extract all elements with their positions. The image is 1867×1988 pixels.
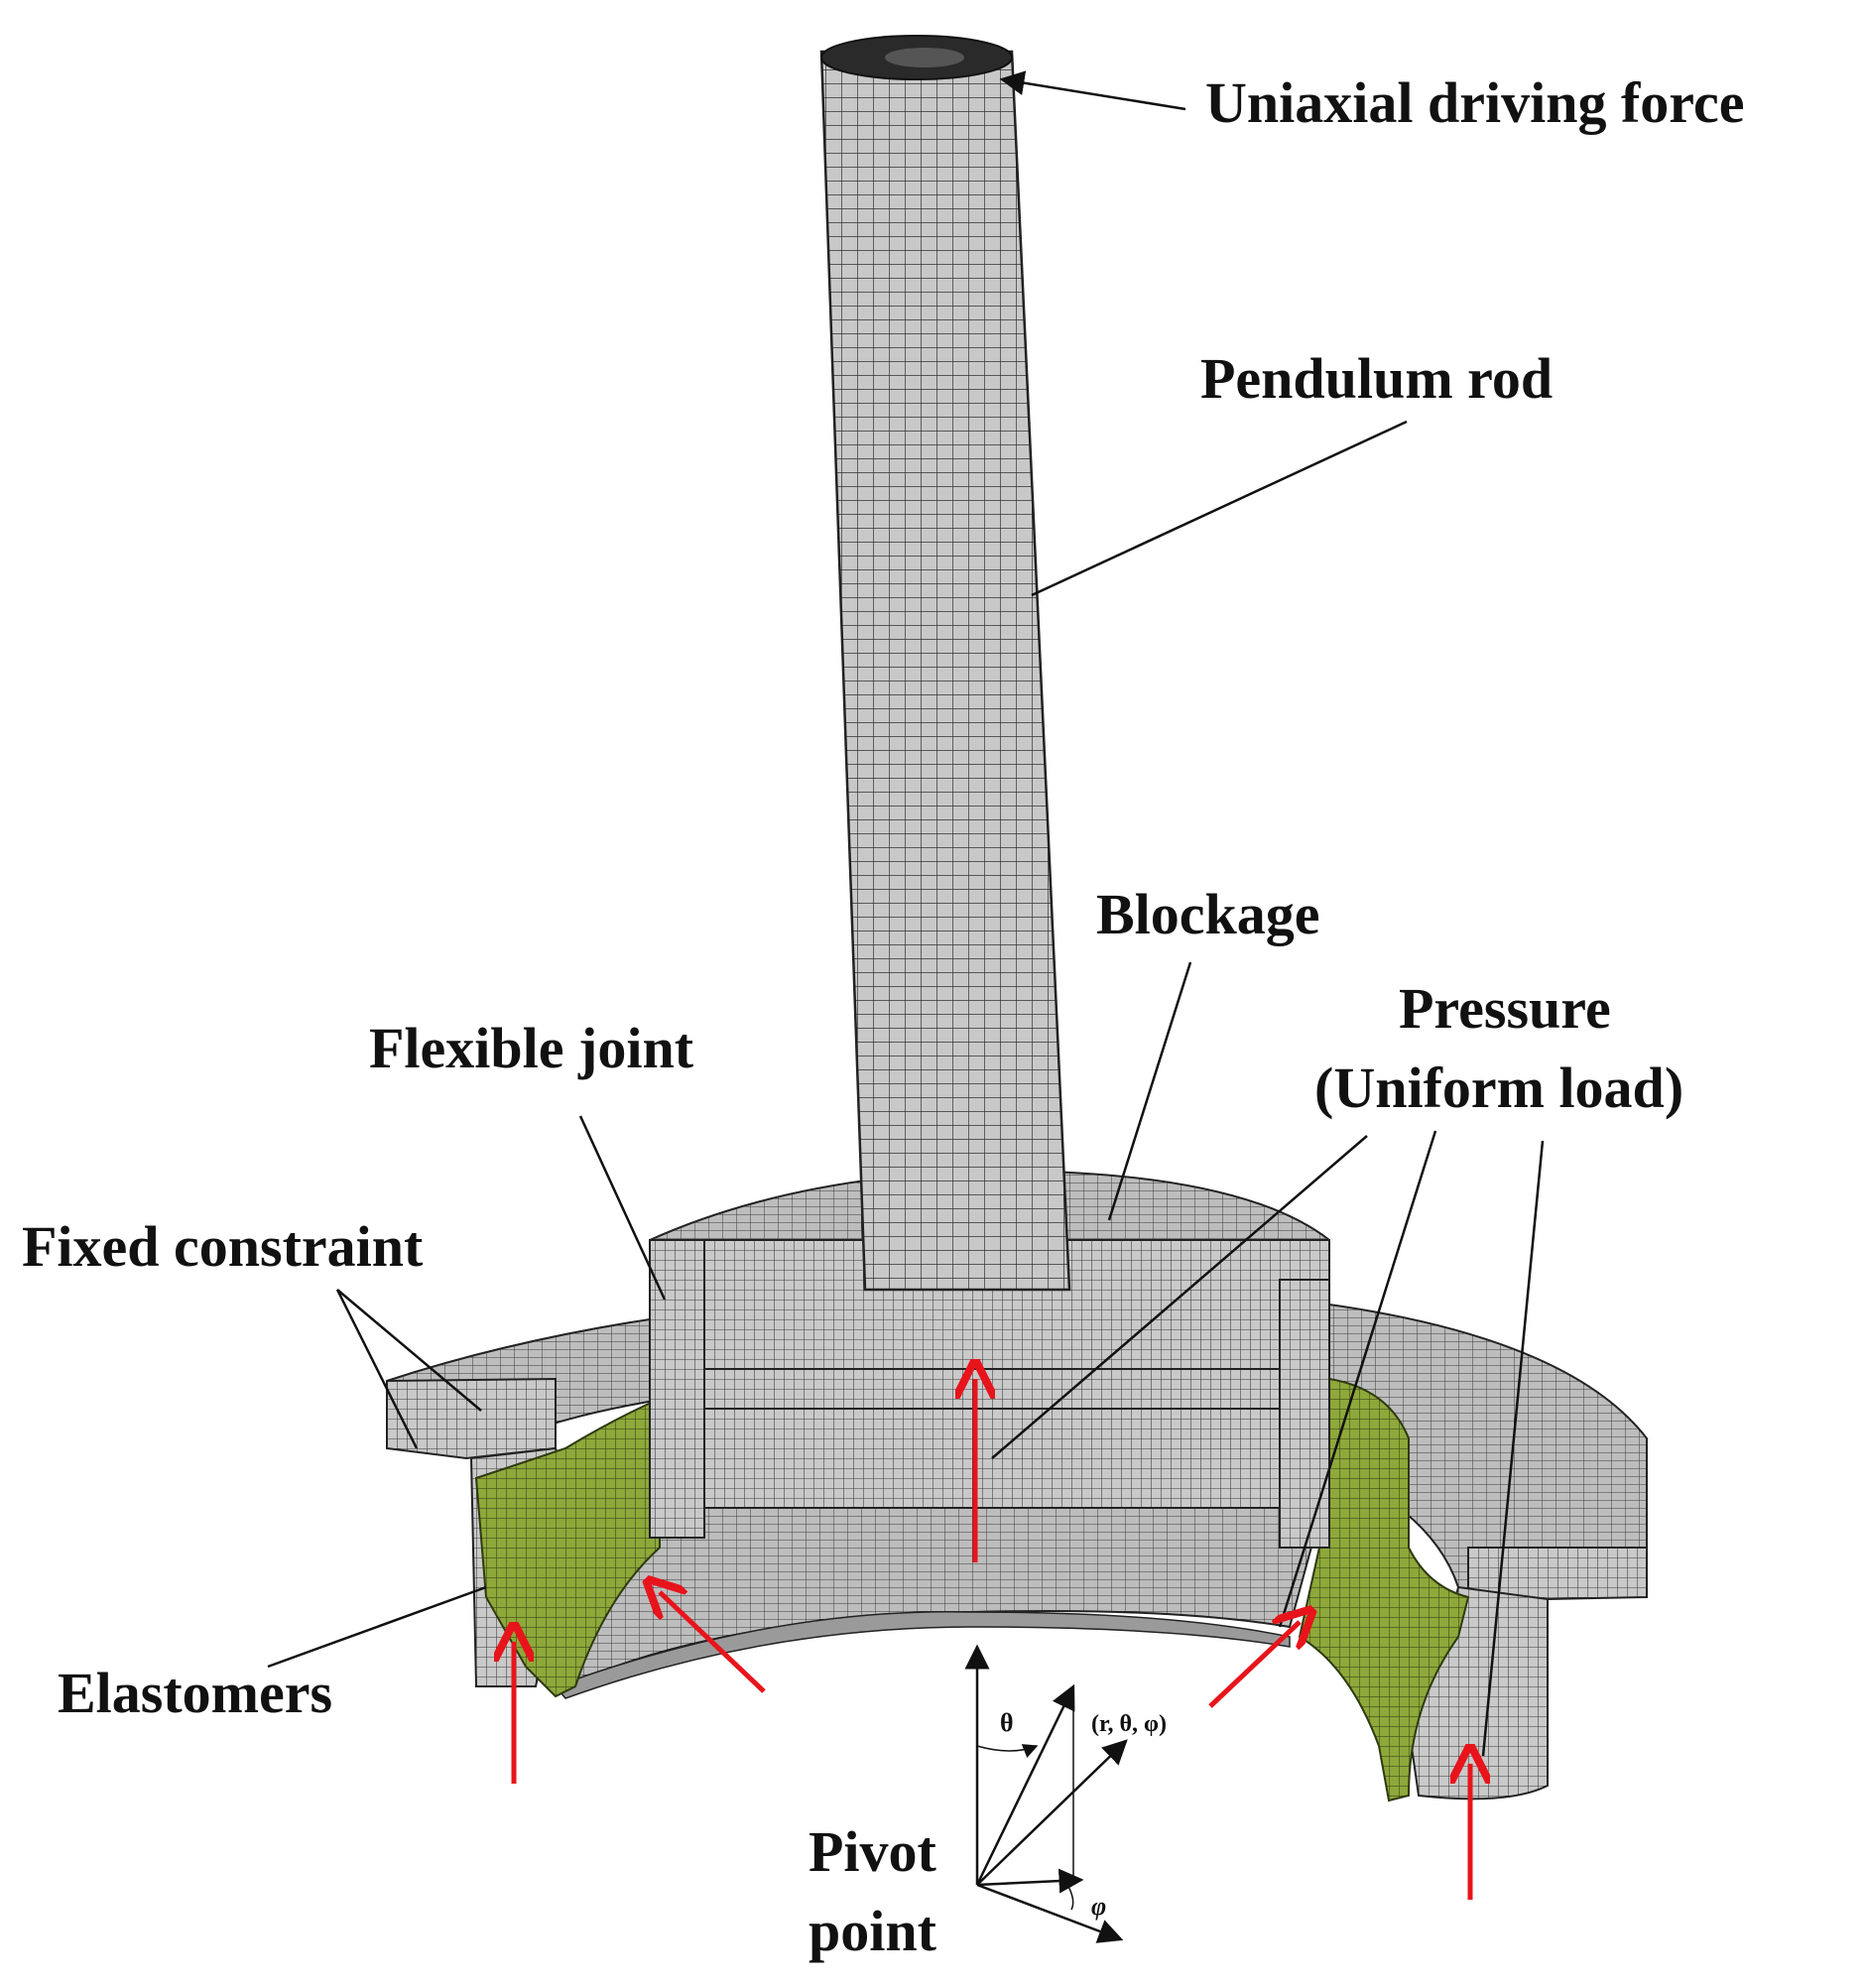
red-arrow-left-diag bbox=[660, 1592, 766, 1693]
label-point: point bbox=[809, 1899, 936, 1963]
label-pivot: Pivot bbox=[809, 1819, 936, 1884]
point-coordinates: (r, θ, φ) bbox=[1091, 1711, 1167, 1737]
leader-pressure-1 bbox=[991, 1135, 1368, 1459]
leader-flexible-joint bbox=[578, 1115, 667, 1301]
pendulum-rod bbox=[819, 35, 1071, 1292]
theta-symbol: θ bbox=[1000, 1708, 1014, 1737]
leader-blockage bbox=[1107, 961, 1192, 1221]
leader-pressure-2 bbox=[1278, 1130, 1437, 1628]
leader-elastomers bbox=[267, 1585, 487, 1669]
label-blockage: Blockage bbox=[1096, 882, 1320, 946]
red-arrow-right-diag bbox=[1208, 1622, 1300, 1708]
leader-driving-force bbox=[999, 70, 1186, 111]
label-fixed-constraint: Fixed constraint bbox=[22, 1214, 424, 1279]
r-upper bbox=[975, 1683, 1075, 1886]
x-axis bbox=[976, 1883, 1124, 1943]
coordinate-system bbox=[964, 1644, 1128, 1943]
label-pressure: Pressure bbox=[1399, 976, 1611, 1041]
leader-fixed-1 bbox=[336, 1289, 482, 1412]
r-vector bbox=[976, 1739, 1128, 1886]
leader-pressure-3 bbox=[1481, 1140, 1545, 1757]
label-pendulum-rod: Pendulum rod bbox=[1200, 346, 1554, 411]
leader-lines bbox=[267, 70, 1545, 1757]
label-uniaxial-driving-force: Uniaxial driving force bbox=[1205, 70, 1745, 135]
leader-fixed-2 bbox=[335, 1289, 419, 1449]
label-elastomers: Elastomers bbox=[58, 1661, 333, 1725]
y-axis bbox=[976, 1868, 1084, 1894]
load-arrows bbox=[514, 1379, 1470, 1900]
label-flexible-joint: Flexible joint bbox=[369, 1016, 694, 1080]
leader-pendulum-rod bbox=[1031, 420, 1408, 597]
phi-arc bbox=[1065, 1882, 1074, 1911]
elastomer-right bbox=[1298, 1377, 1470, 1802]
phi-symbol: φ bbox=[1091, 1892, 1106, 1921]
theta-arc bbox=[976, 1744, 1039, 1758]
label-uniform-load: (Uniform load) bbox=[1314, 1056, 1684, 1120]
